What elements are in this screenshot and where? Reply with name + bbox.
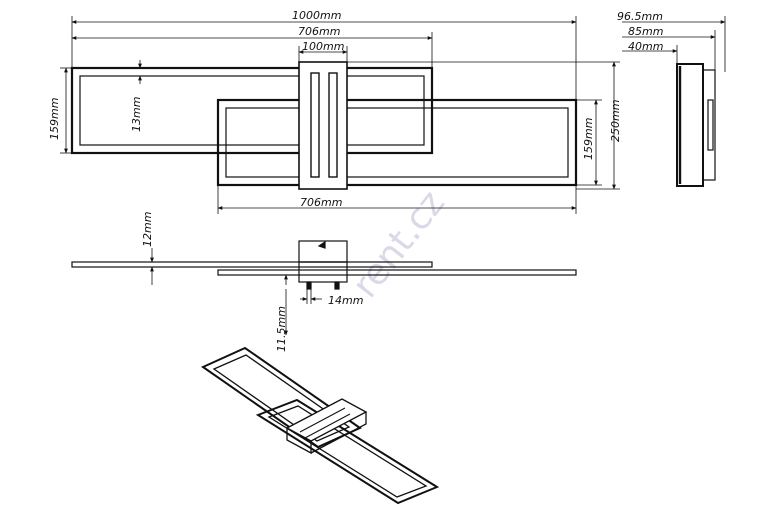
dim-side-base-label: 40mm (628, 40, 663, 53)
dim-overall-height-label: 250mm (609, 100, 622, 142)
dim-frame-height-label: 159mm (48, 98, 61, 140)
dim-total-width-label: 1000mm (292, 9, 341, 22)
dim-bar-width-top-label: 706mm (298, 25, 340, 38)
dim-mount-width-label: 100mm (302, 40, 344, 53)
dim-front-profile-label: 12mm (141, 212, 154, 247)
dim-front-gap-label: 11.5mm (275, 306, 288, 352)
dim-side-total-label: 96.5mm (617, 10, 663, 23)
top-view (70, 61, 578, 190)
side-dimension-lines (622, 16, 726, 72)
side-view (676, 63, 716, 187)
dim-frame-thickness-label: 13mm (130, 97, 143, 132)
dim-frame-height-right-label: 159mm (582, 118, 595, 160)
watermark-text: rent.cz (345, 183, 453, 305)
front-dimension-lines (150, 248, 322, 336)
isometric-view (200, 346, 440, 505)
top-dimension-lines (60, 16, 620, 214)
dim-bar-width-bottom-label: 706mm (300, 196, 342, 209)
dim-side-mid-label: 85mm (628, 25, 663, 38)
front-view (71, 240, 577, 290)
dim-front-mount-label: 14mm (328, 294, 363, 307)
